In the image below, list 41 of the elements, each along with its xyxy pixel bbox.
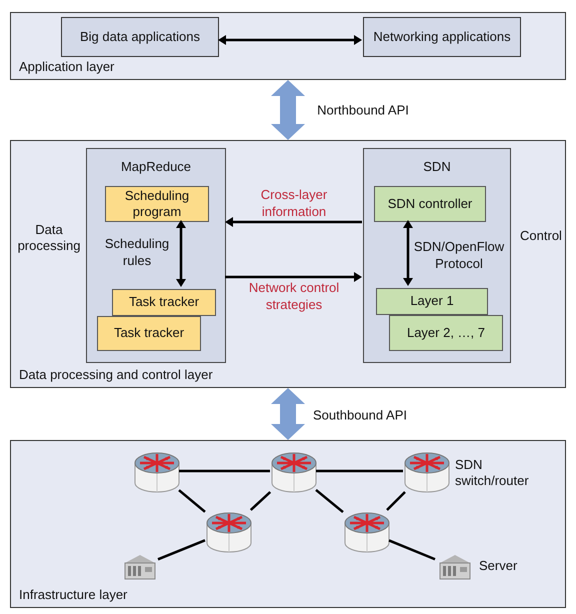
api-arrow [271,80,305,140]
node-caption: SDN switch/router [455,457,530,490]
link-line [178,489,206,513]
layer-panel [10,12,566,80]
edge-label: Network control strategies [248,279,340,313]
link-line [388,539,436,560]
group-box [363,148,511,363]
arrow [403,220,413,286]
process-box: Big data applications [61,17,219,57]
side-label: Control [519,228,563,244]
link-line [179,470,270,472]
layer-title: Data processing and control layer [19,366,213,383]
edge-label: Scheduling rules [104,235,170,269]
layer-title: Infrastructure layer [19,586,128,603]
arrow [225,217,362,227]
arrow [225,272,362,282]
layer-panel [10,440,566,608]
link-line [315,488,344,514]
group-title: MapReduce [120,158,192,176]
process-box: Task tracker [112,289,216,316]
link-line [316,470,403,472]
process-box: Scheduling program [105,186,209,222]
link-line [386,491,406,511]
link-line [250,491,272,511]
api-arrow [271,388,305,440]
node-caption: Server [479,558,518,574]
layer-panel [10,140,566,388]
process-box: Layer 1 [376,288,488,315]
process-box: Layer 2, …, 7 [389,315,503,351]
process-box: Task tracker [97,316,201,351]
edge-label: SDN/OpenFlow Protocol [412,238,506,272]
arrow [176,220,186,287]
side-label: Data processing [16,222,82,254]
layer-title: Application layer [19,58,114,75]
arrow [218,35,362,45]
link-line [158,539,206,560]
process-box: SDN controller [374,186,486,222]
process-box: Networking applications [363,17,521,57]
edge-label: Cross-layer information [260,186,328,220]
group-title: SDN [422,158,452,176]
group-box [86,148,226,363]
